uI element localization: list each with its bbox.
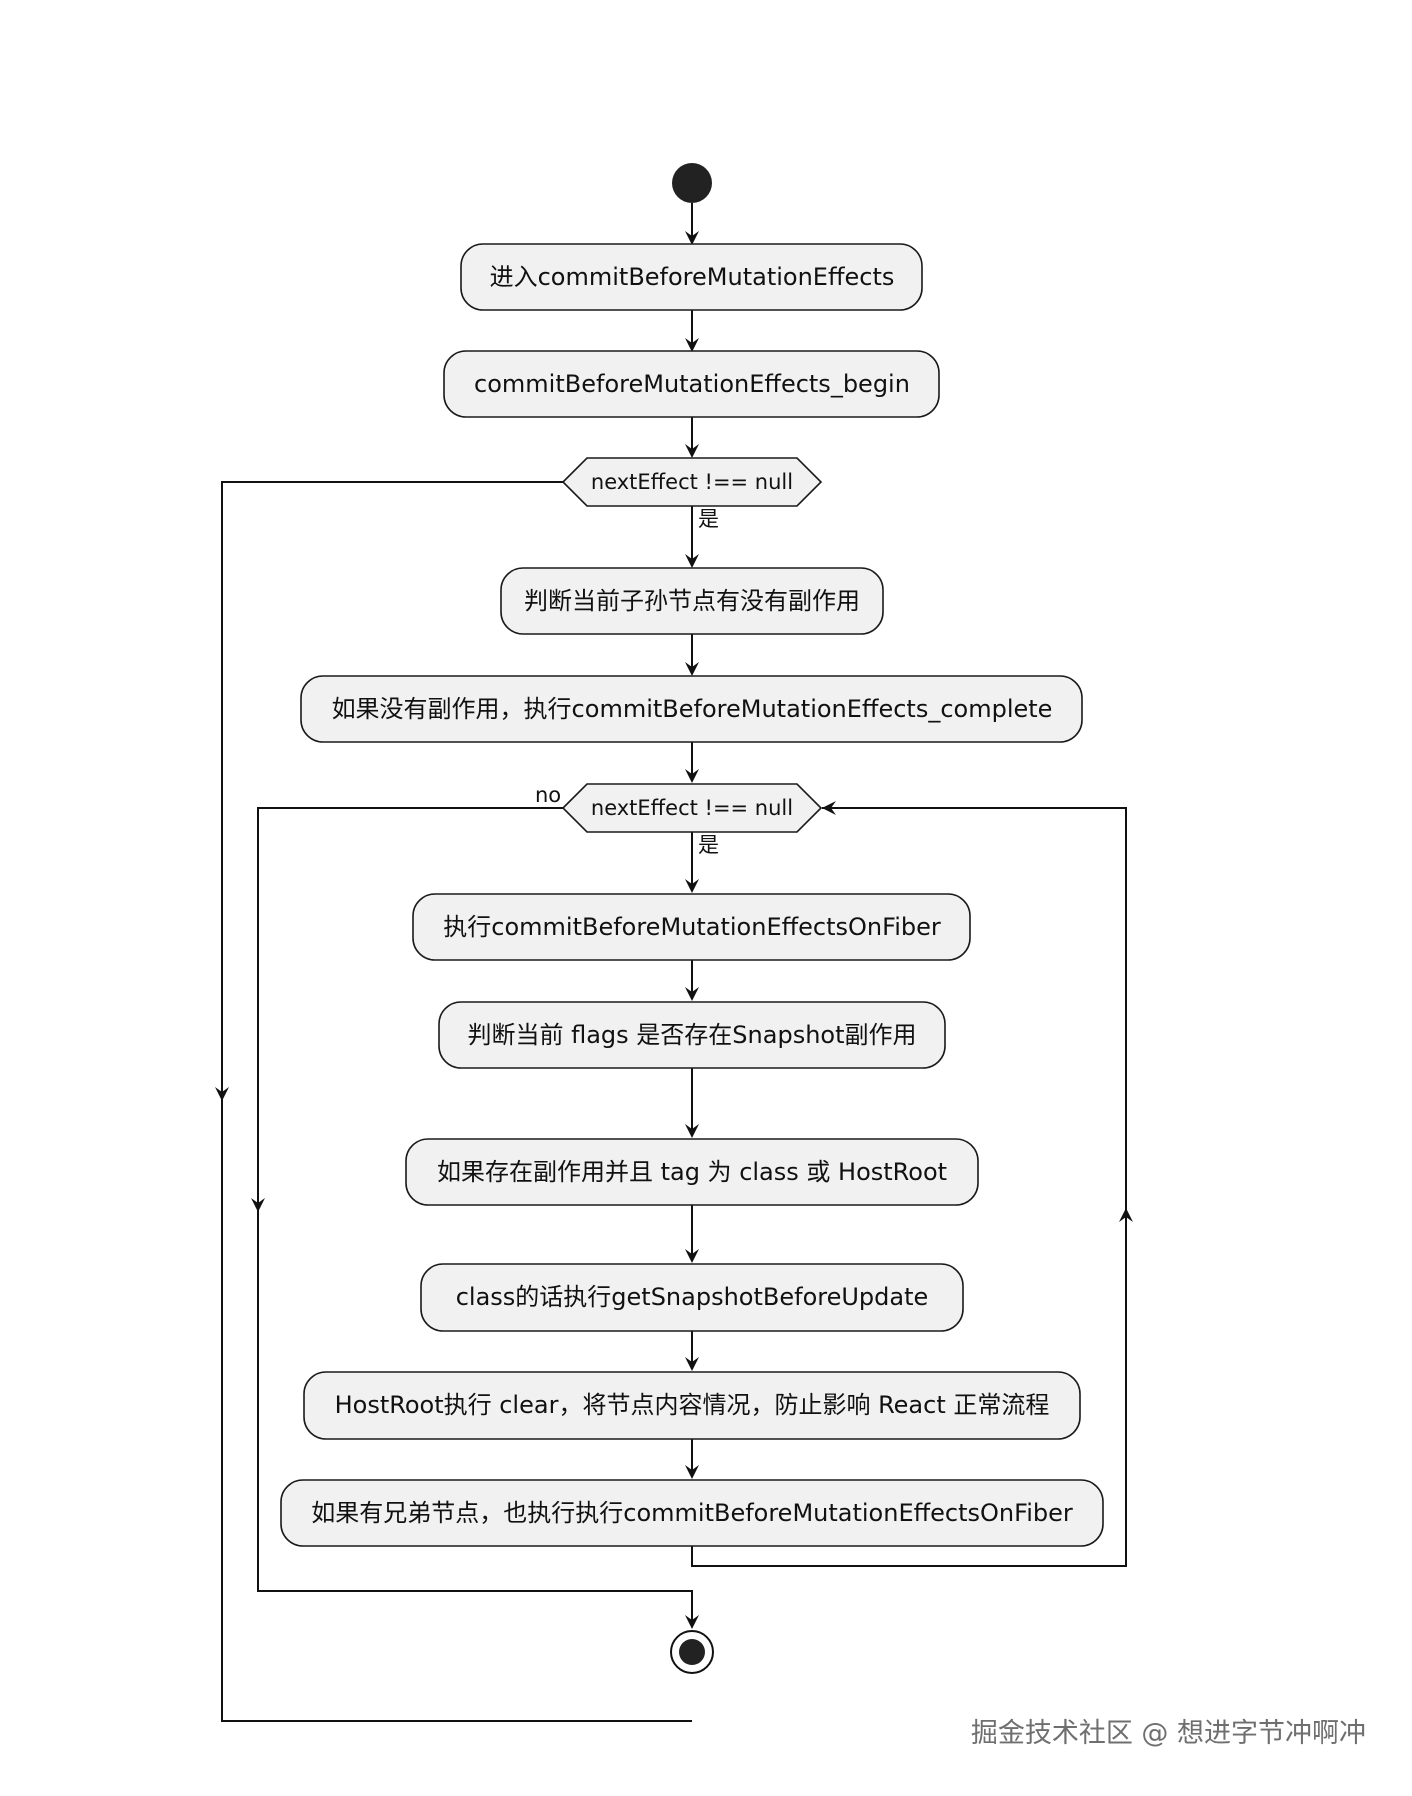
- begin-node: [443, 350, 940, 418]
- exec-on-fiber-node-label: 执行commitBeforeMutationEffectsOnFiber: [443, 913, 941, 941]
- class-case-node: [420, 1263, 964, 1332]
- edges: [215, 203, 1133, 1722]
- class-case-node-label: class的话执行getSnapshotBeforeUpdate: [456, 1283, 929, 1311]
- sibling-node: [280, 1479, 1104, 1547]
- sibling-node-label: 如果有兄弟节点，也执行执行commitBeforeMutationEffects…: [311, 1499, 1073, 1527]
- hostroot-case-node-label: HostRoot执行 clear，将节点内容情况，防止影响 React 正常流程: [335, 1391, 1050, 1419]
- begin-node-label: commitBeforeMutationEffects_begin: [474, 370, 910, 398]
- if-no-effect-node: [300, 675, 1083, 743]
- if-no-effect-node-label: 如果没有副作用，执行commitBeforeMutationEffects_co…: [332, 695, 1053, 723]
- judge-child-node: [500, 567, 884, 635]
- exec-on-fiber-node: [412, 893, 971, 961]
- end-node: [670, 1630, 714, 1674]
- if-exists-node: [405, 1138, 979, 1206]
- judge-flags-node-label: 判断当前 flags 是否存在Snapshot副作用: [467, 1021, 916, 1049]
- condition-2-diamond: [561, 783, 823, 833]
- judge-flags-node: [438, 1001, 946, 1069]
- condition-1-label: nextEffect !== null: [591, 470, 793, 494]
- judge-child-node-label: 判断当前子孙节点有没有副作用: [524, 587, 860, 615]
- start-node: [672, 163, 712, 203]
- condition-1-diamond: [561, 457, 823, 507]
- condition-2-yes-label: 是: [698, 833, 719, 857]
- watermark: 掘金技术社区 @ 想进字节冲啊冲: [971, 1718, 1366, 1749]
- condition-2-no-label: no: [535, 783, 561, 807]
- condition-1-yes-label: 是: [698, 507, 719, 531]
- enter-node-label: 进入commitBeforeMutationEffects: [490, 263, 895, 291]
- hostroot-case-node: [303, 1371, 1081, 1440]
- if-exists-node-label: 如果存在副作用并且 tag 为 class 或 HostRoot: [437, 1158, 947, 1186]
- enter-node: [460, 243, 923, 311]
- condition-2-label: nextEffect !== null: [591, 796, 793, 820]
